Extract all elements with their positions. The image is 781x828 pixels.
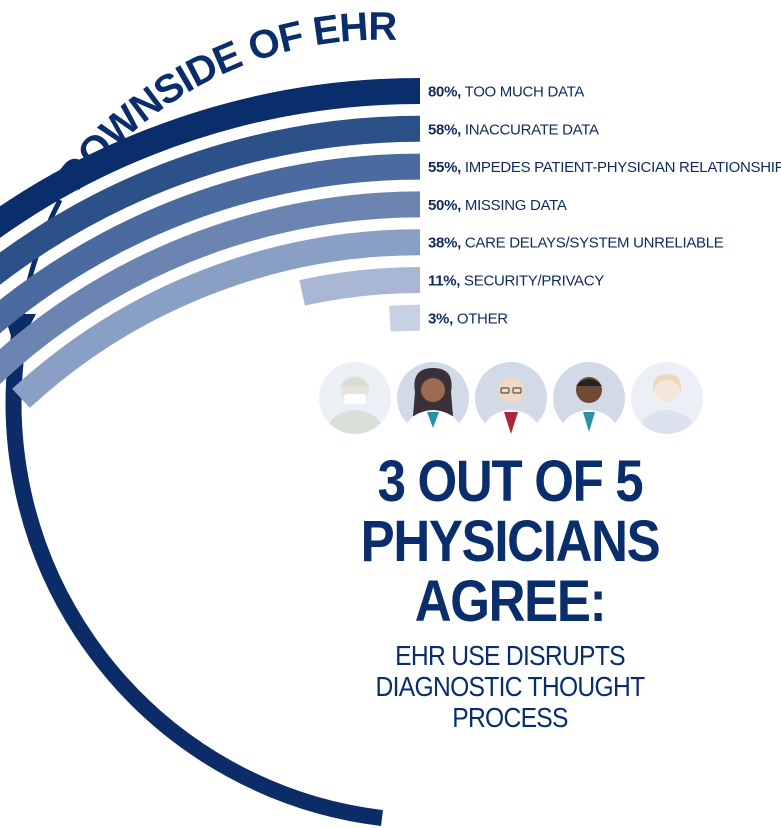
bar-label-6: 11%, SECURITY/PRIVACY — [428, 273, 604, 290]
bar-category-label: CARE DELAYS/SYSTEM UNRELIABLE — [461, 235, 724, 252]
headline-line-1: 3 OUT OF 5 — [377, 449, 644, 514]
headline: 3 OUT OF 5 PHYSICIANS AGREE: EHR USE DIS… — [320, 449, 700, 734]
bar-4 — [0, 191, 421, 385]
bar-5 — [12, 229, 421, 408]
bar-label-3: 55%, IMPEDES PATIENT-PHYSICIAN RELATIONS… — [428, 159, 781, 176]
bar-value-label: 80%, — [428, 84, 461, 101]
headline-sub-2: DIAGNOSTIC THOUGHT — [375, 671, 646, 702]
outer-arrow-ring — [5, 328, 383, 826]
bar-category-label: IMPEDES PATIENT-PHYSICIAN RELATIONSHIP — [461, 159, 781, 176]
bar-category-label: SECURITY/PRIVACY — [460, 273, 604, 290]
male-doctor-icon — [553, 362, 625, 434]
headline-sub-1: EHR USE DISRUPTS — [395, 640, 625, 671]
bar-label-5: 38%, CARE DELAYS/SYSTEM UNRELIABLE — [428, 235, 724, 252]
bar-category-label: INACCURATE DATA — [461, 121, 599, 138]
bar-value-label: 55%, — [428, 159, 461, 176]
bar-6 — [299, 267, 421, 306]
nurse-icon — [631, 362, 703, 434]
bar-7 — [389, 304, 421, 332]
headline-line-2: PHYSICIANS — [360, 509, 661, 574]
bar-category-label: MISSING DATA — [461, 197, 567, 214]
bar-3 — [0, 153, 421, 334]
bar-label-1: 80%, TOO MUCH DATA — [428, 84, 584, 101]
surgeon-icon — [319, 362, 391, 434]
bald-doctor-icon — [475, 362, 547, 434]
headline-sub-3: PROCESS — [452, 702, 568, 733]
physician-avatars — [319, 362, 703, 434]
bar-label-7: 3%, OTHER — [428, 310, 508, 327]
bar-category-label: TOO MUCH DATA — [461, 84, 584, 101]
bar-value-label: 11%, — [428, 273, 460, 290]
bar-label-2: 58%, INACCURATE DATA — [428, 121, 599, 138]
bar-category-label: OTHER — [453, 310, 508, 327]
bar-label-4: 50%, MISSING DATA — [428, 197, 567, 214]
bar-group — [0, 78, 421, 408]
bar-2 — [0, 115, 421, 285]
bar-value-label: 38%, — [428, 235, 461, 252]
female-doctor-icon — [397, 362, 469, 434]
bar-1 — [0, 78, 421, 238]
headline-line-3: AGREE: — [414, 569, 607, 634]
bar-label-group: 80%, TOO MUCH DATA 58%, INACCURATE DATA 55… — [428, 84, 781, 328]
bar-value-label: 50%, — [428, 197, 461, 214]
bar-value-label: 58%, — [428, 121, 461, 138]
bar-value-label: 3%, — [428, 310, 453, 327]
